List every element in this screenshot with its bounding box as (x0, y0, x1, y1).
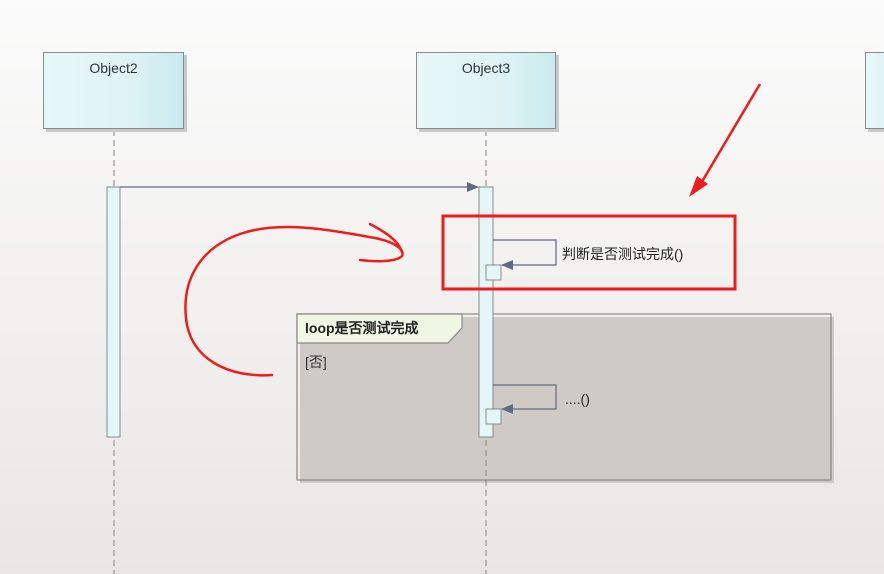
activation-object2 (106, 186, 121, 438)
lifeline-head-object3[interactable]: Object3 (416, 52, 556, 129)
red-hand-drawn-curve-tail (368, 222, 404, 254)
red-highlight-box (441, 214, 737, 291)
fragment-guard-label[interactable]: [否] (305, 354, 327, 370)
fragment-tab-shape (296, 313, 463, 344)
self-message-1 (493, 239, 557, 270)
lifeline-name: Object3 (461, 60, 511, 76)
lifeline-head-partial[interactable] (865, 52, 884, 129)
nested-activation-1 (485, 264, 502, 281)
loop-fragment (296, 313, 832, 481)
red-annotation-arrow-line (698, 83, 762, 186)
red-hand-drawn-curve (184, 225, 404, 377)
activation-object3 (478, 186, 494, 438)
nested-activation-2 (485, 408, 502, 425)
self-message-2-label[interactable]: ....() (565, 391, 590, 407)
self-message-2 (493, 384, 557, 414)
fragment-shadow (300, 317, 834, 483)
red-annotation-arrow-head (689, 176, 708, 197)
self-message-1-label[interactable]: 判断是否测试完成() (562, 246, 684, 262)
fragment-operator-label[interactable]: loop是否测试完成 (305, 320, 419, 336)
lifeline-head-object2[interactable]: Object2 (43, 52, 184, 129)
lifeline-name: Object2 (89, 60, 138, 76)
